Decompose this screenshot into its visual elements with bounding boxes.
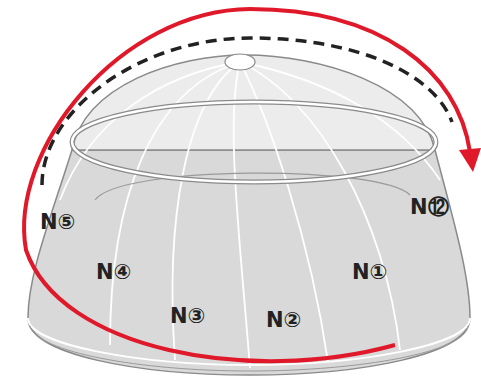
segment-label: N③ [170,306,205,327]
segment-label: N④ [96,262,131,283]
segment-label: N② [266,310,301,331]
segment-label: N⑫ [410,197,449,218]
segment-label: N① [352,262,387,283]
segment-label: N⑤ [40,212,75,233]
